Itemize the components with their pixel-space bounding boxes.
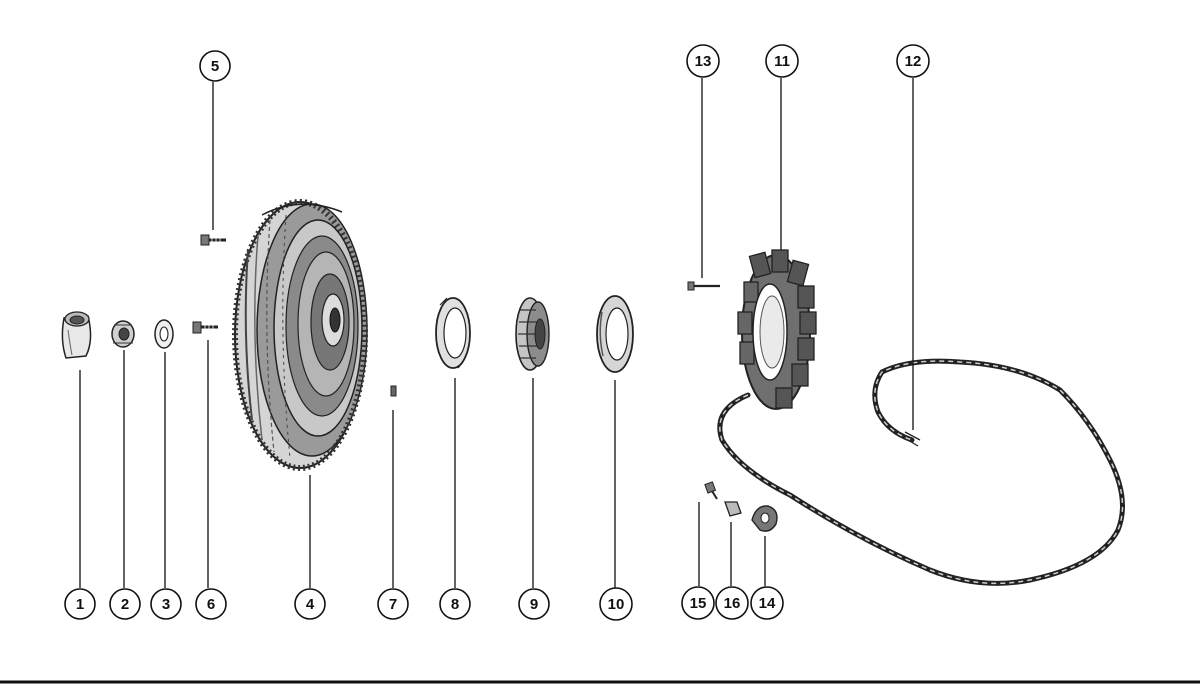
callout-4: 4 [294,588,326,620]
svg-text:1: 1 [76,596,84,613]
svg-text:3: 3 [162,596,170,613]
part-2-nut [111,320,135,348]
part-13-screw [687,281,720,291]
part-3-washer [154,319,174,349]
svg-text:8: 8 [451,596,459,613]
callout-11: 11 [765,44,799,78]
svg-text:9: 9 [530,596,538,613]
svg-text:11: 11 [774,53,790,70]
svg-text:5: 5 [211,58,219,75]
svg-text:12: 12 [905,53,922,70]
svg-text:13: 13 [695,53,712,70]
callout-10: 10 [599,587,633,621]
part-16-clip [724,501,742,517]
callout-7: 7 [377,588,409,620]
svg-text:7: 7 [389,596,397,613]
svg-text:15: 15 [690,595,707,612]
callout-3: 3 [150,588,182,620]
part-15-screw [704,481,718,500]
callout-2: 2 [109,588,141,620]
svg-text:16: 16 [724,595,741,612]
svg-text:6: 6 [207,596,215,613]
callout-12: 12 [896,44,930,78]
callout-9: 9 [518,588,550,620]
svg-text:2: 2 [121,596,129,613]
callout-1: 1 [64,588,96,620]
part-14-clamp [751,505,778,532]
part-6-screw [192,321,218,334]
svg-text:10: 10 [608,596,625,613]
part-1-cap [61,311,92,359]
part-10-ring [596,295,634,373]
leader-lines [79,78,914,588]
svg-text:14: 14 [759,595,776,612]
callout-15: 15 [681,586,715,620]
part-7-key [390,385,397,397]
callout-6: 6 [195,588,227,620]
part-4-flywheel [232,199,368,471]
svg-text:4: 4 [306,596,315,613]
part-9-bearing [515,297,550,371]
part-5-screw [200,234,226,246]
part-8-plate [435,297,471,369]
callout-13: 13 [686,44,720,78]
callout-5: 5 [199,50,231,82]
callout-8: 8 [439,588,471,620]
part-11-stator [737,249,817,410]
callout-14: 14 [750,586,784,620]
callout-16: 16 [715,586,749,620]
part-12-wire-harness [717,358,1125,586]
